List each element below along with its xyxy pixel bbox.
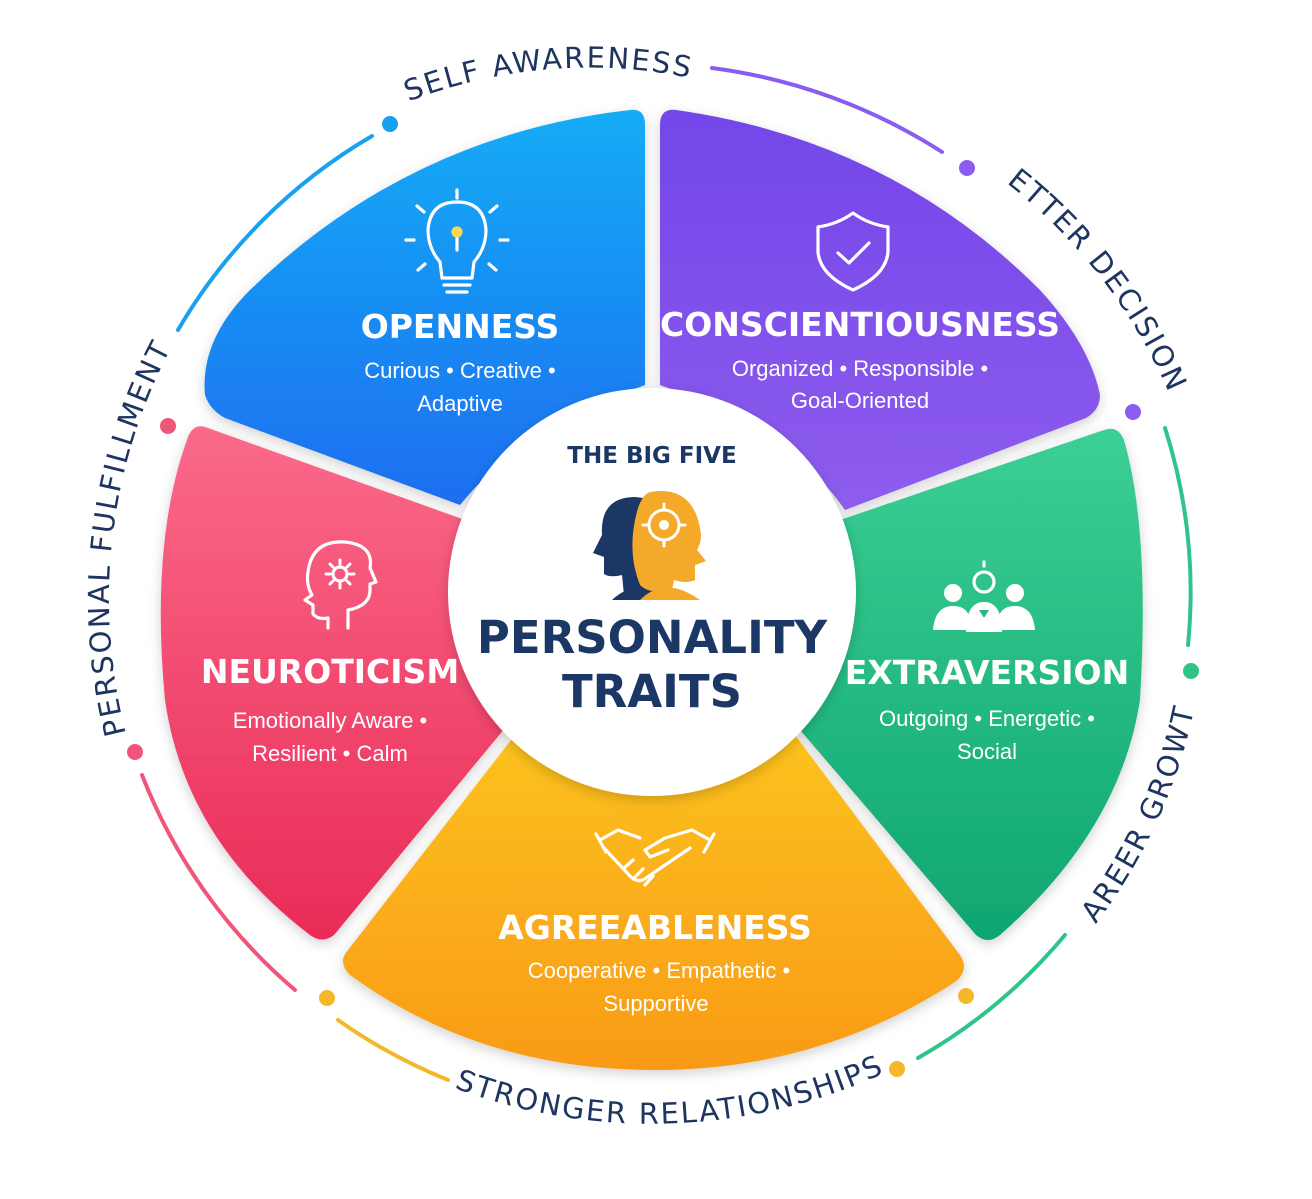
trait-desc-agreeableness-1: Cooperative • Empathetic • xyxy=(528,958,790,983)
ring-dot xyxy=(1183,663,1199,679)
trait-desc-extraversion-1: Outgoing • Energetic • xyxy=(879,706,1095,731)
trait-desc-agreeableness-2: Supportive xyxy=(603,991,708,1016)
ring-arc-purple xyxy=(710,66,944,154)
ring-dot xyxy=(1125,404,1141,420)
head-gear-icon xyxy=(303,540,378,630)
ring-dot xyxy=(127,744,143,760)
ring-dot xyxy=(959,160,975,176)
outer-ring xyxy=(127,66,1199,1082)
segment-agreeableness xyxy=(342,735,964,1070)
trait-title-neuroticism: NEUROTICISM xyxy=(201,652,459,691)
ring-arc-yellow xyxy=(336,1018,450,1082)
benefit-self-awareness: SELF AWARENESS xyxy=(399,41,696,109)
ring-arc-green-bottom xyxy=(916,933,1067,1060)
trait-title-conscientiousness: CONSCIENTIOUSNESS xyxy=(660,305,1060,344)
trait-title-agreeableness: AGREEABLENESS xyxy=(498,908,812,947)
segment-openness xyxy=(204,109,645,505)
ring-dot xyxy=(382,116,398,132)
trait-desc-conscientiousness-2: Goal-Oriented xyxy=(791,388,929,413)
ring-arc-pink xyxy=(140,773,297,992)
trait-desc-openness-2: Adaptive xyxy=(417,391,503,416)
segment-conscientiousness xyxy=(660,109,1100,510)
ring-dot xyxy=(889,1061,905,1077)
handshake-icon xyxy=(594,828,716,887)
shield-check-icon xyxy=(816,211,890,292)
trait-desc-conscientiousness-1: Organized • Responsible • xyxy=(732,356,988,381)
lightbulb-icon xyxy=(404,188,510,294)
ring-dot xyxy=(160,418,176,434)
trait-title-openness: OPENNESS xyxy=(361,307,560,346)
ring-dot xyxy=(319,990,335,1006)
ring-arc-green-top xyxy=(1163,426,1193,647)
ring-arc-blue xyxy=(176,134,374,332)
people-group-icon xyxy=(933,560,1035,632)
trait-desc-neuroticism-1: Emotionally Aware • xyxy=(233,708,427,733)
trait-desc-extraversion-2: Social xyxy=(957,739,1017,764)
two-heads-icon xyxy=(593,491,706,600)
segment-neuroticism xyxy=(160,426,506,940)
trait-desc-openness-1: Curious • Creative • xyxy=(364,358,555,383)
trait-desc-neuroticism-2: Resilient • Calm xyxy=(252,741,408,766)
center-title-line2: TRAITS xyxy=(562,665,742,718)
trait-title-extraversion: EXTRAVERSION xyxy=(845,653,1129,692)
center-title-line1: PERSONALITY xyxy=(477,611,829,664)
ring-dot xyxy=(958,988,974,1004)
segment-extraversion xyxy=(800,428,1143,940)
center-kicker: THE BIG FIVE xyxy=(567,443,736,469)
